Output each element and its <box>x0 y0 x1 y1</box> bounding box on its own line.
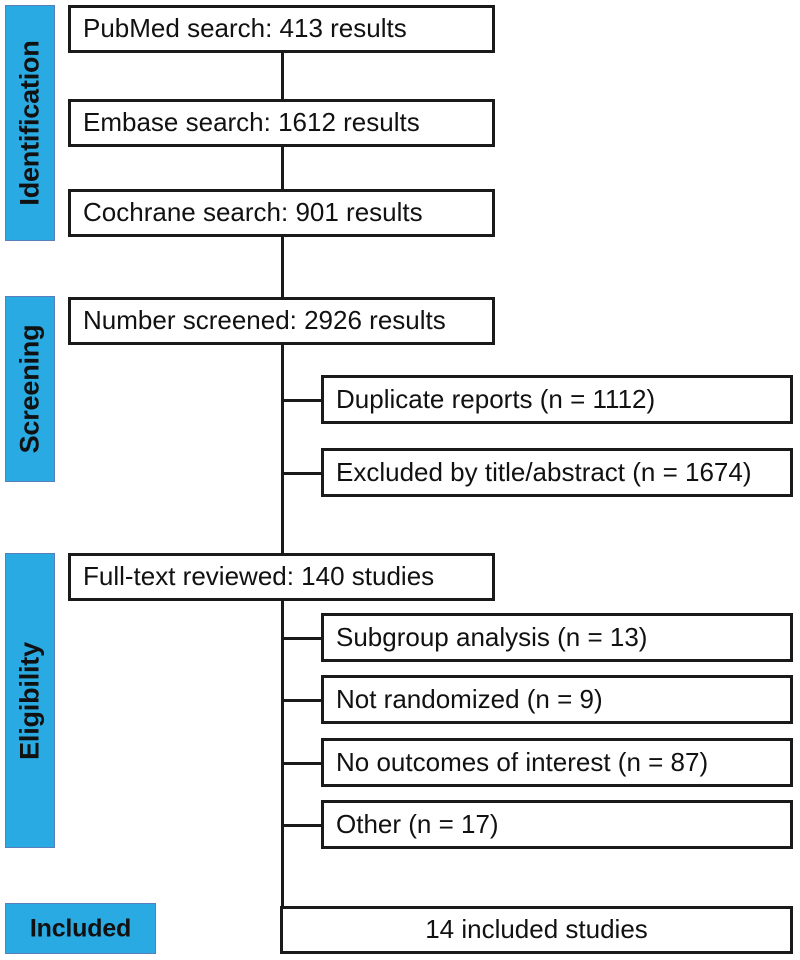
stage-bar-eligibility: Eligibility <box>5 553 55 848</box>
flow-box-full-text-reviewed: Full-text reviewed: 140 studies <box>68 553 495 601</box>
connector-screening-spine <box>281 345 284 555</box>
stage-bar-identification: Identification <box>5 5 55 241</box>
connector-pubmed-to-embase <box>281 52 284 100</box>
connector-branch-no-outcomes <box>281 762 322 765</box>
exclusion-box-no-outcomes: No outcomes of interest (n = 87) <box>321 738 793 787</box>
flow-box-embase-label: Embase search: 1612 results <box>83 107 420 138</box>
exclusion-box-duplicates-label: Duplicate reports (n = 1112) <box>336 383 656 414</box>
exclusion-box-not-randomized-label: Not randomized (n = 9) <box>336 683 603 714</box>
flow-box-number-screened: Number screened: 2926 results <box>68 297 495 345</box>
stage-label-included: Included <box>29 914 132 942</box>
flow-box-full-text-reviewed-label: Full-text reviewed: 140 studies <box>83 561 435 592</box>
flow-box-included-studies-label: 14 included studies <box>425 914 648 945</box>
flow-box-number-screened-label: Number screened: 2926 results <box>83 305 446 336</box>
flow-box-included-studies: 14 included studies <box>280 906 793 954</box>
connector-branch-duplicates <box>281 399 322 402</box>
stage-bar-included: Included <box>5 903 156 954</box>
stage-label-screening: Screening <box>14 324 45 454</box>
stage-label-identification: Identification <box>14 40 45 206</box>
flow-box-cochrane: Cochrane search: 901 results <box>68 189 495 237</box>
exclusion-box-not-randomized: Not randomized (n = 9) <box>321 675 793 724</box>
connector-embase-to-cochrane <box>281 146 284 190</box>
connector-branch-title-abstract <box>281 472 322 475</box>
flow-box-cochrane-label: Cochrane search: 901 results <box>83 197 423 228</box>
flow-box-pubmed-label: PubMed search: 413 results <box>83 13 407 44</box>
exclusion-box-no-outcomes-label: No outcomes of interest (n = 87) <box>336 746 709 777</box>
exclusion-box-subgroup-analysis-label: Subgroup analysis (n = 13) <box>336 621 648 652</box>
exclusion-box-duplicates: Duplicate reports (n = 1112) <box>321 375 793 424</box>
flow-box-pubmed: PubMed search: 413 results <box>68 5 495 53</box>
connector-branch-not-randomized <box>281 699 322 702</box>
exclusion-box-title-abstract: Excluded by title/abstract (n = 1674) <box>321 448 793 497</box>
flow-box-embase: Embase search: 1612 results <box>68 99 495 147</box>
connector-eligibility-spine <box>281 601 284 909</box>
exclusion-box-subgroup-analysis: Subgroup analysis (n = 13) <box>321 613 793 662</box>
stage-bar-screening: Screening <box>5 296 55 482</box>
connector-branch-other <box>281 824 322 827</box>
connector-cochrane-to-screened <box>281 236 284 298</box>
exclusion-box-other: Other (n = 17) <box>321 800 793 849</box>
stage-label-eligibility: Eligibility <box>14 641 45 760</box>
connector-branch-subgroup <box>281 637 322 640</box>
exclusion-box-title-abstract-label: Excluded by title/abstract (n = 1674) <box>336 456 752 487</box>
exclusion-box-other-label: Other (n = 17) <box>336 808 499 839</box>
